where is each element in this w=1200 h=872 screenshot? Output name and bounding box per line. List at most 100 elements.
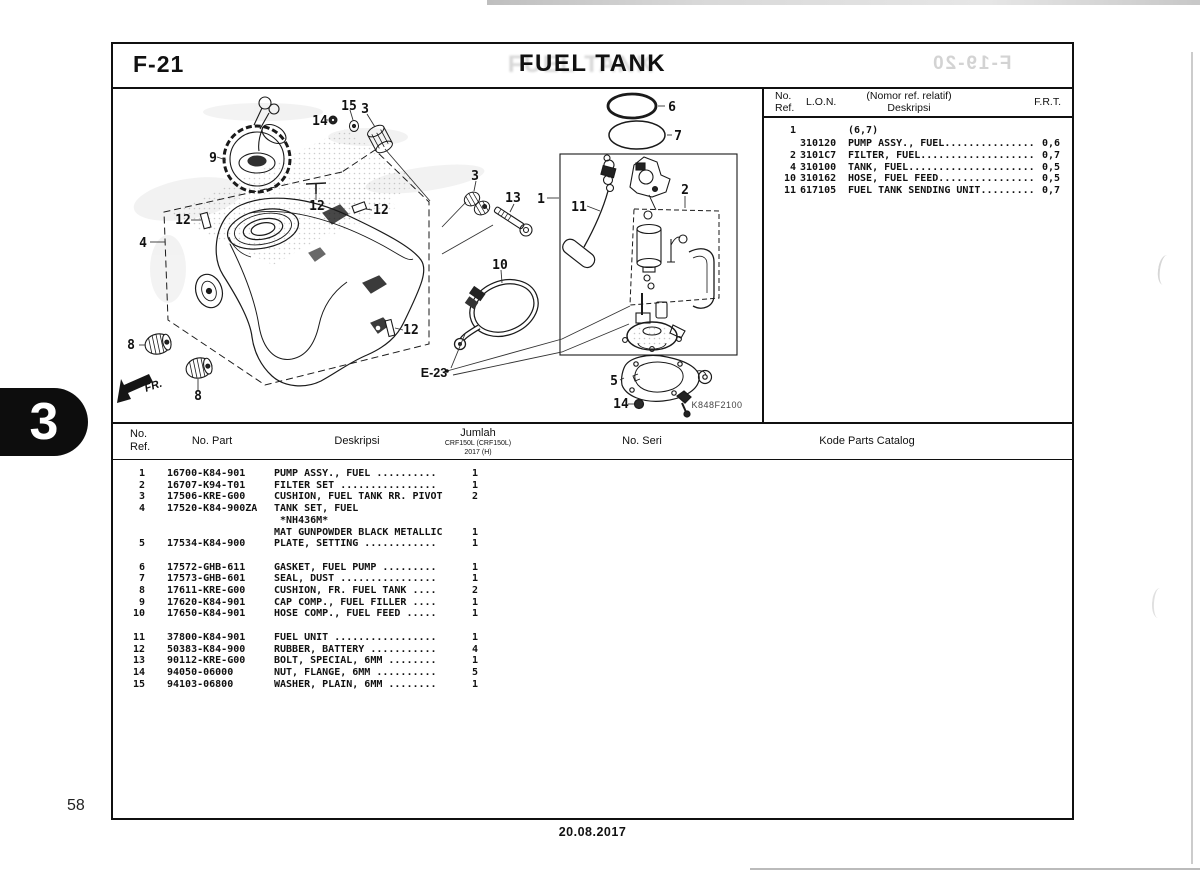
gasket-drawing bbox=[621, 354, 713, 418]
keys-drawing bbox=[253, 96, 287, 152]
cushion-3-top bbox=[367, 124, 393, 154]
diagram-svg: FR. bbox=[117, 92, 742, 418]
section-tab-number: 3 bbox=[29, 393, 59, 451]
callout-label: 6 bbox=[668, 100, 676, 115]
pump-bracket-drawing bbox=[629, 156, 671, 211]
rubber-strips bbox=[199, 182, 396, 338]
cushion-8a bbox=[144, 333, 172, 355]
callout-label: 2 bbox=[681, 183, 689, 198]
callout-label: 8 bbox=[127, 338, 135, 353]
tank-decal bbox=[322, 204, 349, 225]
lon-header-lon: L.O.N. bbox=[806, 96, 837, 108]
fuel-tank-drawing bbox=[194, 197, 425, 387]
bolt-14-bottom bbox=[633, 398, 645, 410]
diagram-code: K848F2100 bbox=[691, 400, 742, 410]
callout-labels: 9 14 15 3 12 12 12 12 4 8 8 6 7 1 bbox=[127, 99, 742, 412]
lon-row: 1(6,7) bbox=[789, 125, 879, 136]
o-ring-6 bbox=[606, 92, 658, 120]
parts-header-qty: Jumlah CRF150L (CRF150L) 2017 (H) bbox=[444, 427, 512, 456]
middle-section: FR. bbox=[113, 87, 1072, 422]
callout-label: 9 bbox=[209, 151, 217, 166]
main-frame: F-21 FUEL TANK F-19-20 bbox=[111, 42, 1074, 820]
callout-label: 14 bbox=[613, 397, 629, 412]
scan-artifact-right bbox=[1191, 52, 1193, 864]
assembly-box-2 bbox=[629, 208, 720, 306]
callout-label: 13 bbox=[505, 191, 521, 206]
parts-table-header: No. Ref. No. Part Deskripsi Jumlah CRF15… bbox=[113, 422, 1072, 460]
lon-header-desc: (Nomor ref. relatif) Deskripsi bbox=[866, 90, 952, 115]
bolt-13-drawing bbox=[493, 206, 533, 237]
callout-label: 5 bbox=[610, 374, 618, 389]
parts-row: *NH436M* bbox=[274, 514, 329, 526]
o-ring-7 bbox=[608, 120, 666, 150]
washer-15 bbox=[349, 120, 359, 132]
fr-label: FR. bbox=[143, 378, 164, 395]
parts-header-seri: No. Seri bbox=[622, 435, 662, 447]
e23-reference: E-23 bbox=[421, 366, 447, 380]
section-tab: 3 bbox=[0, 388, 88, 456]
tank-decal bbox=[362, 275, 387, 294]
page-number: 58 bbox=[67, 797, 85, 814]
lon-table-header: No. Ref. L.O.N. (Nomor ref. relatif) Des… bbox=[764, 87, 1072, 118]
callout-label: 14 bbox=[312, 114, 328, 129]
callout-label: 7 bbox=[674, 129, 682, 144]
cushion-8b bbox=[185, 357, 213, 379]
callout-label: 12 bbox=[175, 213, 191, 228]
leader-lines bbox=[139, 105, 686, 405]
callout-label: 3 bbox=[471, 169, 479, 184]
lon-table: No. Ref. L.O.N. (Nomor ref. relatif) Des… bbox=[762, 87, 1072, 422]
callout-label: 12 bbox=[373, 203, 389, 218]
pump-flange-drawing bbox=[622, 293, 686, 352]
hose-drawing bbox=[453, 278, 539, 351]
tank-decal bbox=[308, 247, 326, 262]
page-title: FUEL TANK bbox=[518, 50, 667, 77]
bleed-mark bbox=[1150, 587, 1168, 619]
page-code: F-21 bbox=[133, 51, 185, 77]
callout-label: 1 bbox=[537, 192, 545, 207]
fuel-sender-drawing bbox=[562, 154, 617, 269]
fr-arrow: FR. bbox=[117, 374, 164, 403]
callout-label: 12 bbox=[403, 323, 419, 338]
revision-date: 20.08.2017 bbox=[558, 825, 627, 839]
cushion-3-right bbox=[463, 191, 491, 216]
callout-label: 4 bbox=[139, 236, 147, 251]
parts-header-ref: No. Ref. bbox=[130, 428, 151, 454]
callout-label: 10 bbox=[492, 258, 508, 273]
petcock-hole bbox=[194, 273, 224, 309]
callout-label: 15 bbox=[341, 99, 357, 114]
lon-header-ref: No. Ref. bbox=[775, 90, 795, 115]
callout-label: 12 bbox=[309, 199, 325, 214]
fuel-pump-drawing bbox=[636, 210, 715, 309]
tank-dashed-boundary bbox=[163, 149, 430, 386]
bleed-through-text: F-19-20 bbox=[931, 53, 1012, 74]
scan-artifact-top bbox=[487, 0, 1200, 5]
filler-neck bbox=[226, 208, 300, 250]
small-parts-top bbox=[328, 115, 393, 154]
callout-label: 11 bbox=[571, 200, 587, 215]
parts-header-desc: Deskripsi bbox=[334, 435, 380, 447]
lon-header-frt: F.R.T. bbox=[1034, 96, 1061, 108]
page-header: F-21 FUEL TANK F-19-20 bbox=[113, 44, 1072, 89]
parts-header-kode: Kode Parts Catalog bbox=[819, 435, 915, 447]
parts-header-part: No. Part bbox=[191, 435, 233, 447]
callout-label: 8 bbox=[194, 389, 202, 404]
